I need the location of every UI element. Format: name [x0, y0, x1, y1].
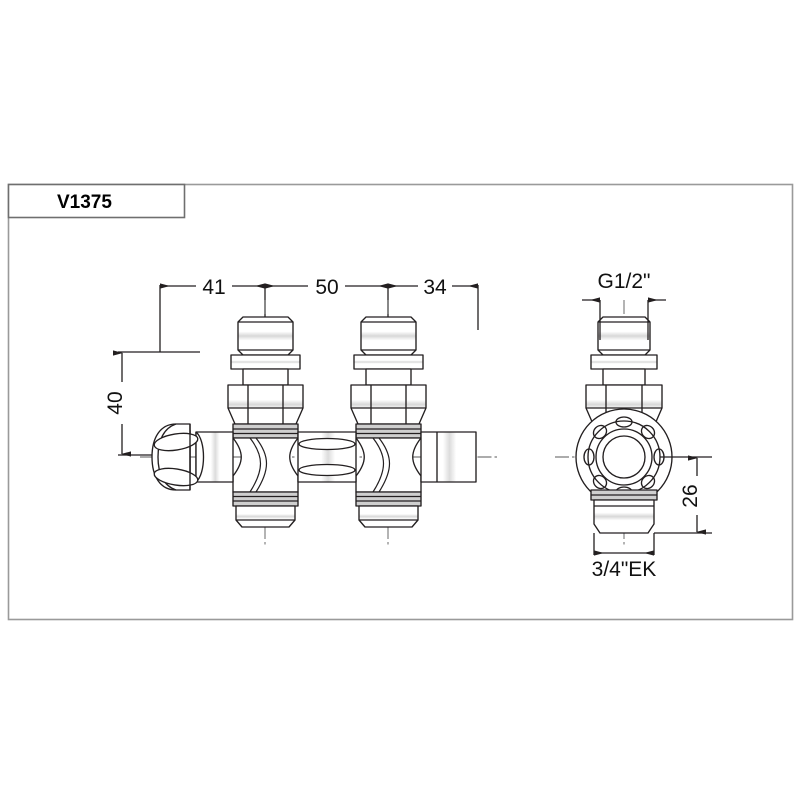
dimension-label-41: 41 — [202, 276, 225, 299]
middle-slot-upper — [298, 437, 356, 451]
title-block-label: V1375 — [57, 192, 112, 213]
left-body-internal-curve — [249, 437, 262, 493]
detail-bolt-hole-1 — [615, 416, 633, 428]
right-stem-neck — [365, 368, 412, 386]
middle-slot-lower — [298, 463, 356, 477]
right-lower-collar — [355, 491, 422, 507]
dimension-label-34: 34 — [423, 276, 447, 299]
handwheel-slot-lower — [153, 467, 199, 487]
right-top-stem-cap — [360, 316, 417, 356]
middle-connector — [297, 431, 357, 483]
left-valve — [151, 316, 304, 528]
right-outlet-pipe — [420, 431, 477, 483]
left-stem-flange — [230, 354, 301, 370]
detail-bottom-socket — [593, 499, 655, 534]
right-stem-flange — [353, 354, 424, 370]
left-top-stem-cap — [237, 316, 294, 356]
detail-top-stem-cap — [597, 316, 651, 356]
right-body-outline — [355, 437, 422, 493]
left-lower-collar — [232, 491, 299, 507]
left-body-internal-curve-2 — [255, 437, 268, 493]
detail-view-assembly — [555, 300, 700, 545]
right-valve — [350, 316, 477, 528]
detail-label-ek: 3/4"EK — [592, 558, 657, 581]
handwheel-slot-upper — [153, 432, 199, 452]
left-hex-nut — [227, 384, 304, 425]
detail-label-g12: G1/2" — [598, 270, 651, 293]
right-body-internal-curve-2 — [378, 437, 391, 493]
detail-bolt-hole-2 — [640, 424, 656, 440]
detail-flange-ring-2 — [595, 428, 653, 486]
dimension-label-50: 50 — [315, 276, 338, 299]
dimension-label-40: 40 — [104, 391, 127, 414]
left-bottom-socket — [235, 505, 296, 528]
right-upper-collar — [355, 423, 422, 439]
detail-flange-bore — [602, 435, 646, 479]
left-body-outline — [232, 437, 299, 493]
detail-bolt-hole-8 — [592, 424, 608, 440]
left-upper-collar — [232, 423, 299, 439]
detail-bolt-hole-7 — [583, 448, 595, 466]
right-bottom-socket — [358, 505, 419, 528]
detail-bottom-dimension-group — [593, 533, 655, 556]
detail-stem-neck — [602, 368, 646, 386]
handwheel-dome-inner — [157, 423, 177, 491]
dimension-label-26: 26 — [679, 484, 702, 507]
right-hex-nut — [350, 384, 427, 425]
title-block: V1375 — [7, 183, 186, 219]
right-body-internal-curve — [372, 437, 385, 493]
detail-stem-flange — [590, 354, 658, 370]
detail-bolt-hole-6 — [592, 474, 608, 490]
left-stem-neck — [242, 368, 289, 386]
main-valve-assembly — [140, 300, 500, 545]
detail-top-dimension-group — [582, 297, 666, 340]
detail-right-dimension-group — [654, 455, 712, 535]
detail-bolt-hole-4 — [640, 474, 656, 490]
